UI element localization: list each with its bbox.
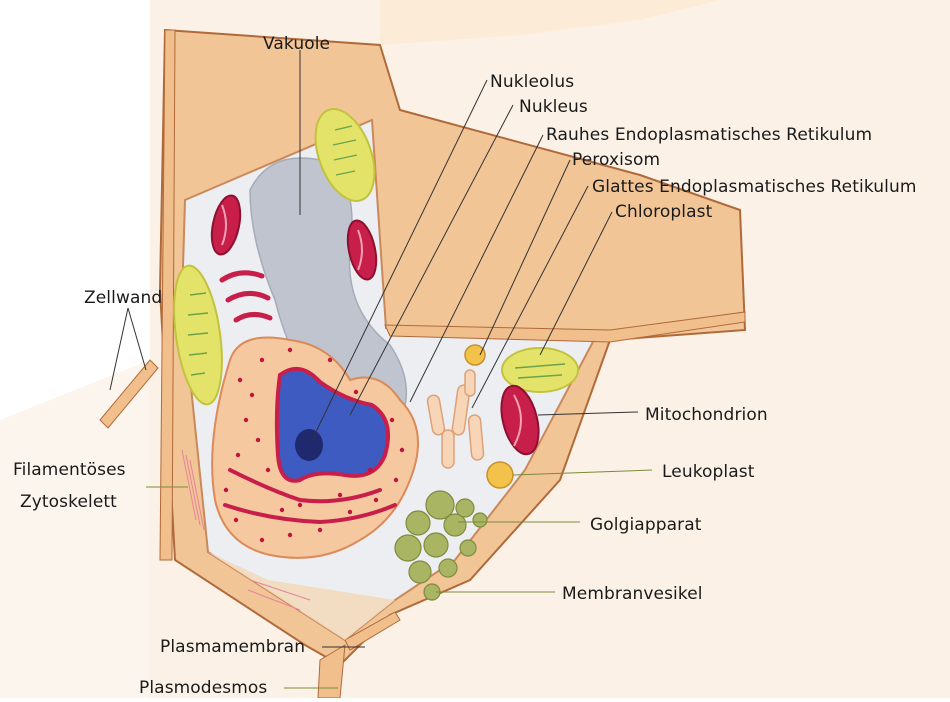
label-plasmamembran: Plasmamembran: [160, 637, 305, 657]
label-nukleolus: Nukleolus: [490, 72, 574, 92]
label-leukoplast: Leukoplast: [662, 462, 755, 482]
nucleolus: [295, 429, 323, 461]
label-golgiapparat: Golgiapparat: [590, 515, 702, 535]
label-zellwand: Zellwand: [84, 288, 162, 308]
label-peroxisom: Peroxisom: [572, 150, 660, 170]
label-membranvesikel: Membranvesikel: [562, 584, 703, 604]
label-mitochondrion: Mitochondrion: [645, 405, 768, 425]
label-plasmodesmos: Plasmodesmos: [139, 678, 267, 698]
label-zytoskelett: Zytoskelett: [20, 492, 117, 512]
peroxisome: [465, 345, 485, 365]
label-filamentoeses: Filamentöses: [13, 460, 126, 480]
label-rauhes-er: Rauhes Endoplasmatisches Retikulum: [546, 125, 872, 145]
label-glattes-er: Glattes Endoplasmatisches Retikulum: [592, 177, 916, 197]
label-nukleus: Nukleus: [519, 97, 588, 117]
label-chloroplast: Chloroplast: [615, 202, 712, 222]
label-vakuole: Vakuole: [263, 34, 330, 54]
leukoplast: [487, 462, 513, 488]
